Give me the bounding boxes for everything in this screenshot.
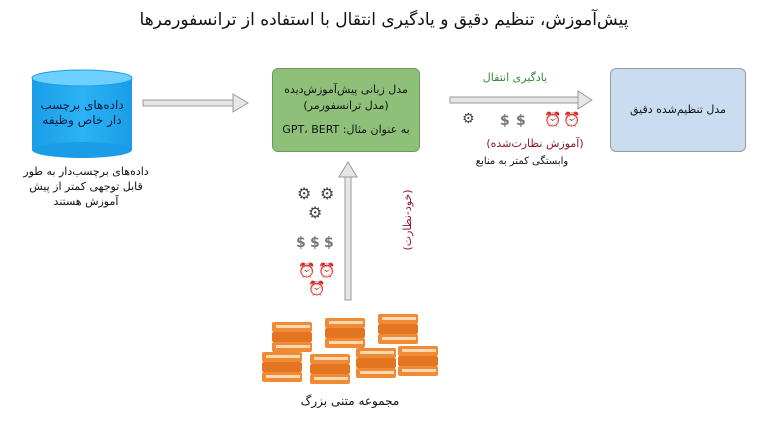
database-note: داده‌های برچسب‌دار به طور قابل توجهی کمت…: [6, 164, 166, 209]
diagram-title: پیش‌آموزش، تنظیم دقیق و یادگیری انتقال ب…: [139, 10, 629, 30]
gear-icon: ⚙: [320, 184, 335, 203]
dollar-icon: $: [500, 113, 510, 129]
supervised-note: وابستگی کمتر به منابع: [475, 156, 569, 167]
database-icon: [31, 69, 133, 158]
supervised-label: (آموزش نظارت‌شده): [486, 137, 584, 150]
alarm-clock-icon: ⏰: [298, 263, 316, 279]
dollar-icon: $: [324, 235, 334, 251]
alarm-clock-icon: ⏰: [563, 112, 581, 128]
gear-icon: ⚙: [308, 203, 323, 222]
database-label-line1: داده‌های برچسب: [40, 98, 124, 112]
pretrained-model-line3: به عنوان مثال: GPT، BERT: [282, 123, 410, 136]
dollar-icon: $: [516, 113, 526, 129]
gear-icon: ⚙: [462, 111, 475, 127]
finetuned-model-box: مدل تنظیم‌شده دقیق: [610, 68, 746, 152]
transfer-learning-label: یادگیری انتقال: [482, 71, 548, 84]
database-label: داده‌های برچسب دار خاص وظیفه: [32, 98, 132, 128]
self-supervised-label: (خود-نظارت): [401, 189, 414, 251]
database-note-line1: داده‌های برچسب‌دار به طور: [23, 165, 149, 178]
dollar-icon: $: [310, 235, 320, 251]
pretrained-model-line2: (مدل ترانسفورمر): [303, 99, 389, 112]
corpus-label: مجموعه متنی بزرگ: [300, 394, 400, 408]
books-icon: [262, 314, 438, 384]
database-note-line2: قابل توجهی کمتر از پیش: [29, 180, 143, 193]
finetuned-model-label: مدل تنظیم‌شده دقیق: [629, 103, 727, 116]
alarm-clock-icon: ⏰: [308, 281, 326, 297]
database-label-line2: دار خاص وظیفه: [42, 113, 122, 127]
pretrained-model-line1: مدل زبانی پیش‌آموزش‌دیده: [284, 83, 408, 96]
alarm-clock-icon: ⏰: [544, 112, 562, 128]
dollar-icon: $: [296, 235, 306, 251]
arrow-transfer-learning: [449, 90, 593, 110]
arrow-data-to-model: [142, 93, 249, 113]
database-note-line3: آموزش هستند: [53, 195, 119, 208]
arrow-corpus-to-model: [338, 161, 358, 301]
gear-icon: ⚙: [297, 184, 312, 203]
alarm-clock-icon: ⏰: [318, 263, 336, 279]
pretrained-model-box: مدل زبانی پیش‌آموزش‌دیده (مدل ترانسفورمر…: [272, 68, 420, 152]
